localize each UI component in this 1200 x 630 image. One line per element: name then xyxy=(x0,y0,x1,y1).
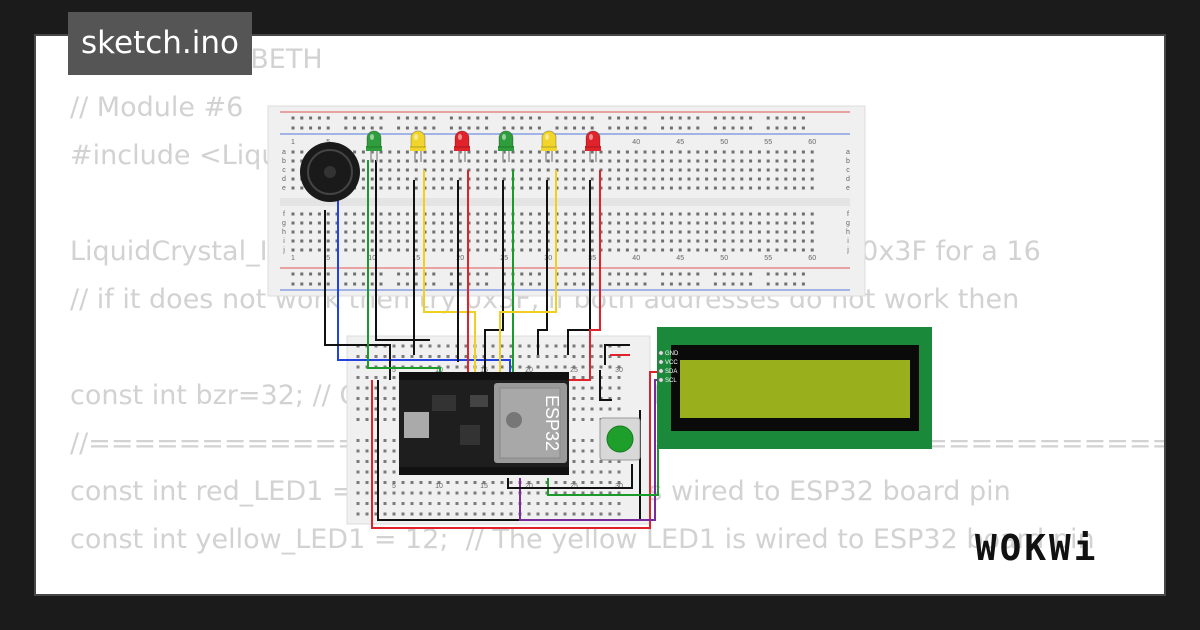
column-number: 30 xyxy=(615,483,623,490)
row-letter: d xyxy=(282,176,286,183)
lcd-pin-label: SDA xyxy=(665,369,677,375)
breadboard-top: 1155101015152020252530303535404045455050… xyxy=(267,105,866,297)
column-number: 5 xyxy=(392,367,396,374)
led-green xyxy=(498,130,514,162)
row-letter: c xyxy=(846,167,850,174)
row-letter: e xyxy=(282,185,286,192)
column-number: 55 xyxy=(764,139,772,146)
led-red xyxy=(454,130,470,162)
file-tab[interactable]: sketch.ino xyxy=(68,12,252,75)
column-number: 35 xyxy=(588,255,596,262)
row-letter: a xyxy=(846,149,850,156)
row-letter: b xyxy=(282,158,286,165)
lcd-display: GND VCC SDA SCL xyxy=(657,327,932,449)
lcd-pin-label: VCC xyxy=(665,360,678,366)
column-number: 60 xyxy=(808,255,816,262)
column-number: 50 xyxy=(720,139,728,146)
led-green xyxy=(366,130,382,162)
row-letter: h xyxy=(846,229,850,236)
buzzer xyxy=(300,142,360,202)
column-number: 20 xyxy=(525,367,533,374)
row-letter: b xyxy=(846,158,850,165)
column-number: 40 xyxy=(632,139,640,146)
column-number: 55 xyxy=(764,255,772,262)
row-letter: h xyxy=(282,229,286,236)
esp32-label: ESP32 xyxy=(542,395,562,451)
column-number: 5 xyxy=(326,255,330,262)
column-number: 20 xyxy=(456,255,464,262)
led-red xyxy=(585,130,601,162)
row-letter: j xyxy=(846,247,849,254)
column-number: 10 xyxy=(368,255,376,262)
code-line: const int yellow_LED1 = 12; // The yello… xyxy=(70,524,1095,555)
column-number: 1 xyxy=(291,139,295,146)
column-number: 1 xyxy=(291,255,295,262)
column-number: 30 xyxy=(544,255,552,262)
column-number: 45 xyxy=(676,255,684,262)
column-number: 40 xyxy=(632,255,640,262)
row-letter: f xyxy=(847,211,849,218)
code-line: // Module #6 xyxy=(70,92,244,123)
led-yellow xyxy=(410,130,426,162)
column-number: 10 xyxy=(435,483,443,490)
column-number: 25 xyxy=(570,483,578,490)
row-letter: g xyxy=(282,220,286,227)
row-letter: j xyxy=(282,247,285,254)
row-letter: i xyxy=(847,238,849,245)
lcd-pin-label: SCL xyxy=(665,378,677,384)
row-letter: g xyxy=(846,220,850,227)
column-number: 25 xyxy=(500,255,508,262)
row-letter: e xyxy=(846,185,850,192)
column-number: 25 xyxy=(570,367,578,374)
lcd-pin-label: GND xyxy=(665,351,679,357)
wokwi-logo: WOKWi xyxy=(975,528,1099,569)
row-letter: i xyxy=(283,238,285,245)
column-number: 5 xyxy=(392,483,396,490)
row-letter: f xyxy=(283,211,285,218)
column-number: 45 xyxy=(676,139,684,146)
column-number: 15 xyxy=(480,483,488,490)
row-letter: d xyxy=(846,176,850,183)
row-letter: c xyxy=(282,167,286,174)
column-number: 30 xyxy=(615,367,623,374)
push-button[interactable] xyxy=(599,417,641,461)
column-number: 60 xyxy=(808,139,816,146)
column-number: 20 xyxy=(525,483,533,490)
column-number: 50 xyxy=(720,255,728,262)
esp32-board: ESP32 xyxy=(399,372,569,475)
column-number: 15 xyxy=(412,255,420,262)
led-yellow xyxy=(541,130,557,162)
row-letter: a xyxy=(282,149,286,156)
led-row xyxy=(366,130,601,162)
